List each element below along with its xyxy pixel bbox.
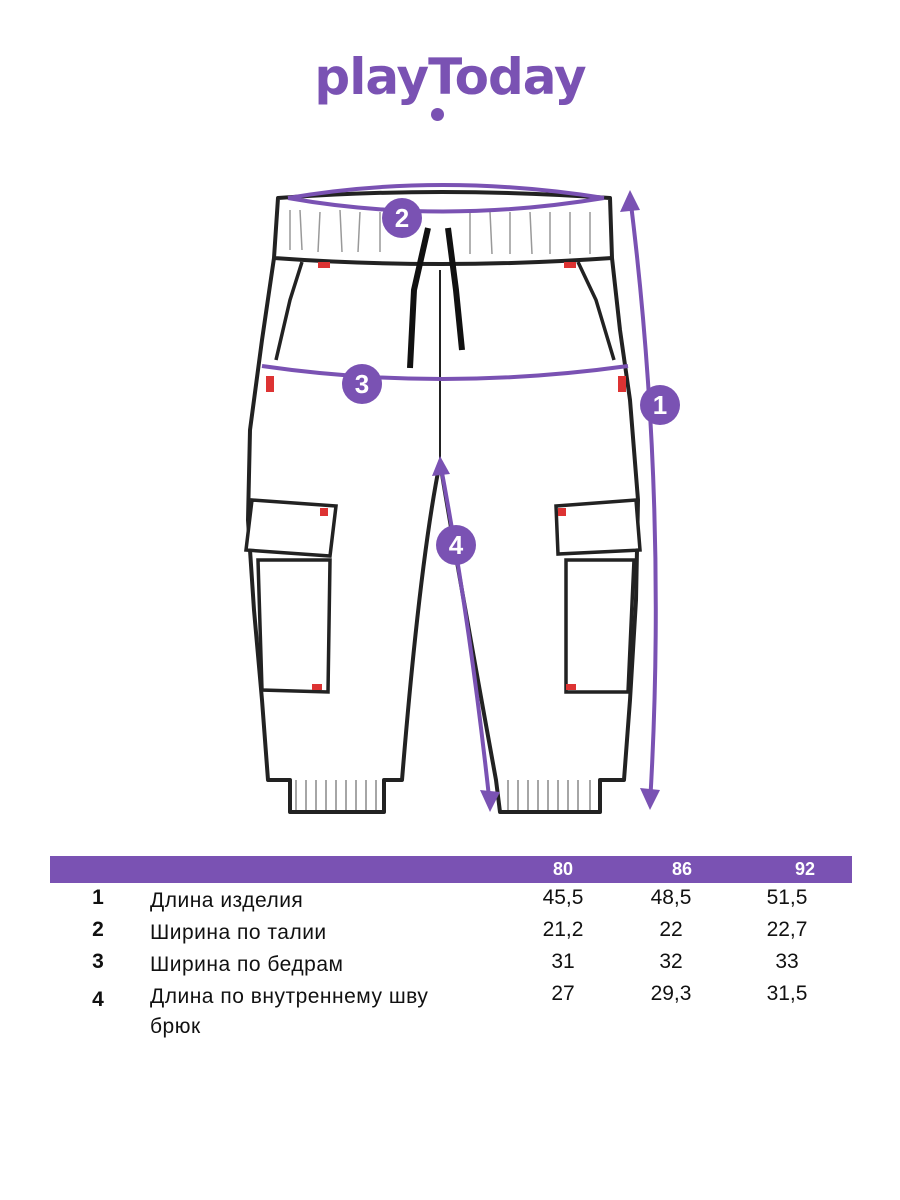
size-header-92: 92 xyxy=(794,859,816,879)
row-number: 2 xyxy=(92,918,104,941)
cuff-texture xyxy=(295,780,591,810)
row-label: Длина изделия xyxy=(150,889,304,912)
value-86: 29,3 xyxy=(650,982,692,1005)
marker-2: 2 xyxy=(382,198,422,238)
value-92: 33 xyxy=(775,950,799,973)
row-label: Ширина по бедрам xyxy=(150,953,344,976)
row-label: Ширина по талии xyxy=(150,921,327,944)
row-number: 4 xyxy=(92,988,104,1011)
marker-4: 4 xyxy=(436,525,476,565)
marker-2-label: 2 xyxy=(395,203,409,233)
value-80: 27 xyxy=(551,982,575,1005)
value-92: 31,5 xyxy=(766,982,808,1005)
value-80: 31 xyxy=(551,950,575,973)
value-86: 22 xyxy=(659,918,683,941)
size-table-header: 80 86 92 xyxy=(50,856,852,883)
value-80: 21,2 xyxy=(542,918,584,941)
measurement-lines xyxy=(261,183,658,807)
value-92: 22,7 xyxy=(766,918,808,941)
marker-3-label: 3 xyxy=(355,369,369,399)
size-header-80: 80 xyxy=(552,859,574,879)
size-header-86: 86 xyxy=(671,859,693,879)
pants-outline xyxy=(246,190,640,814)
row-number: 3 xyxy=(92,950,104,973)
cargo-pockets xyxy=(244,261,642,694)
measurement-arrowheads xyxy=(432,190,660,812)
pants-diagram: 2 3 1 4 xyxy=(244,183,680,814)
row-number: 1 xyxy=(92,886,104,909)
marker-1-label: 1 xyxy=(653,390,667,420)
stitch-accents xyxy=(266,262,626,690)
brand-logo: playToday xyxy=(314,48,586,106)
row-label: Длина по внутреннему шву брюк xyxy=(150,985,429,1038)
value-86: 48,5 xyxy=(650,886,692,909)
value-80: 45,5 xyxy=(542,886,584,909)
marker-1: 1 xyxy=(640,385,680,425)
waistband-texture xyxy=(289,209,591,255)
logo-dot xyxy=(431,108,444,121)
marker-4-label: 4 xyxy=(449,530,464,560)
value-86: 32 xyxy=(659,950,683,973)
value-92: 51,5 xyxy=(766,886,808,909)
marker-3: 3 xyxy=(342,364,382,404)
